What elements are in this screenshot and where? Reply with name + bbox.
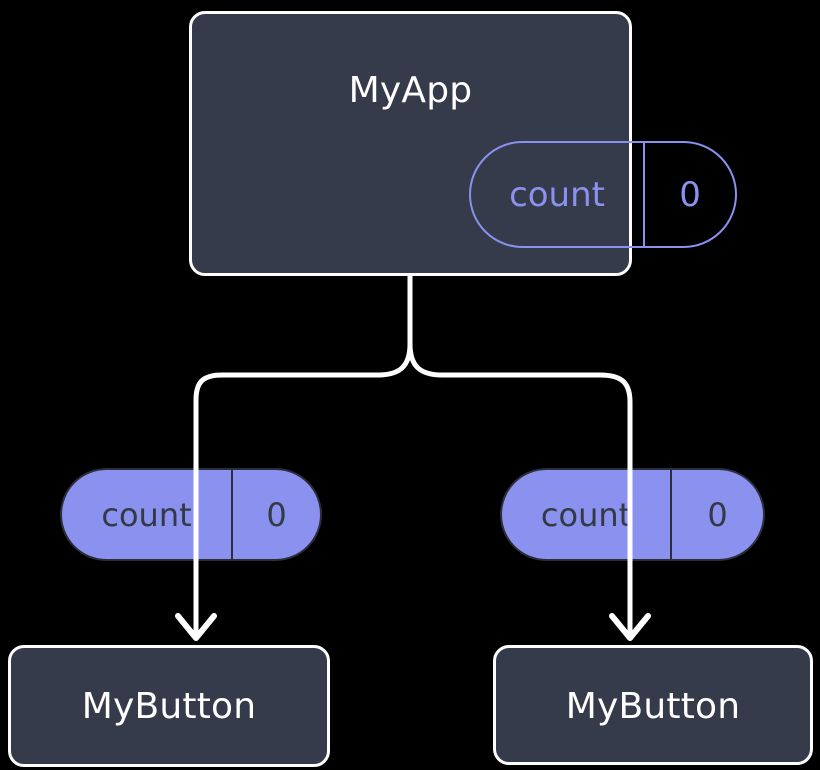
state-pill-myapp[interactable]: count 0 [469,141,737,248]
state-pill-key: count [509,174,605,215]
state-pill-consumer-right[interactable]: count 0 [500,468,765,561]
component-title-myapp: MyApp [348,70,473,111]
component-title-mybutton-right: MyButton [565,686,741,727]
state-pill-key: count [540,495,632,534]
wire-fork-right [407,341,633,477]
state-pill-key: count [101,495,192,534]
state-pill-value: 0 [643,143,735,246]
state-pill-value: 0 [231,470,320,559]
component-box-mybutton-left[interactable]: MyButton [8,645,330,767]
state-pill-consumer-left[interactable]: count 0 [60,468,322,561]
arrowhead-right [609,613,651,641]
wire-fork-left [193,341,413,477]
component-box-mybutton-right[interactable]: MyButton [493,645,813,765]
state-pill-value: 0 [670,470,763,559]
component-box-myapp[interactable]: MyApp count 0 [189,11,737,276]
component-title-mybutton-left: MyButton [81,686,257,727]
arrowhead-left [175,613,217,641]
